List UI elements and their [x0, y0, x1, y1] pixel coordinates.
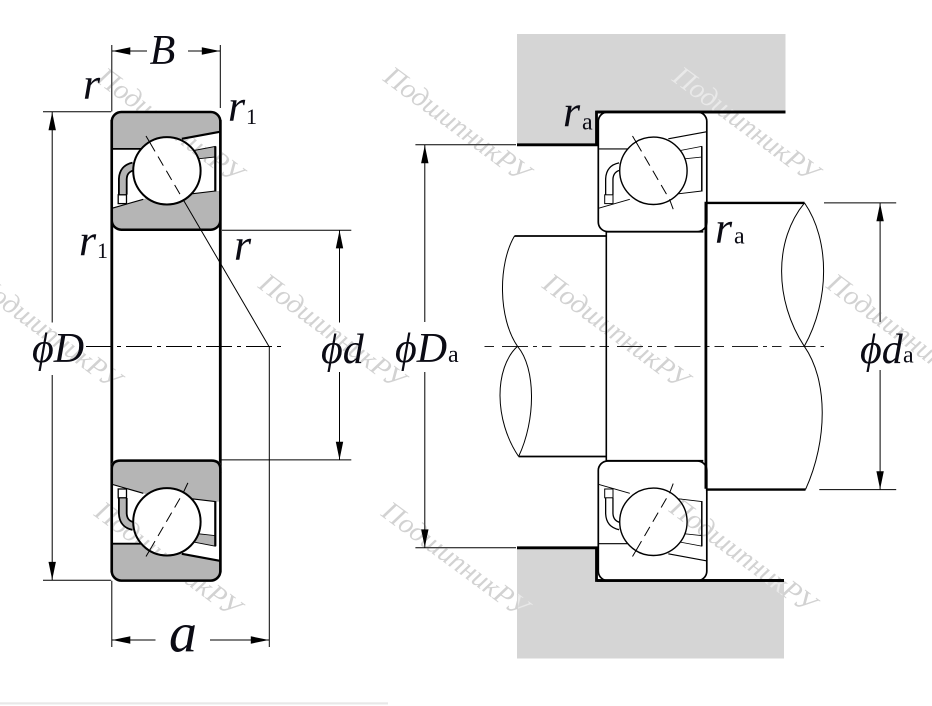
svg-text:ϕD: ϕD [32, 326, 84, 372]
svg-text:1: 1 [246, 104, 257, 129]
svg-text:1: 1 [97, 238, 108, 263]
svg-text:r: r [228, 82, 246, 131]
svg-text:r: r [79, 216, 97, 265]
svg-text:ϕd: ϕd [321, 327, 365, 373]
svg-text:r: r [715, 204, 733, 253]
svg-text:ϕd: ϕd [860, 327, 904, 373]
svg-text:a: a [582, 110, 593, 136]
svg-text:r: r [563, 87, 581, 136]
svg-text:r: r [83, 60, 101, 109]
svg-text:a: a [448, 342, 459, 368]
svg-text:ϕD: ϕD [395, 326, 447, 372]
svg-text:a: a [734, 224, 745, 250]
svg-text:a: a [169, 603, 197, 665]
svg-text:a: a [903, 343, 914, 369]
svg-text:r: r [234, 221, 252, 270]
svg-text:B: B [150, 28, 176, 74]
